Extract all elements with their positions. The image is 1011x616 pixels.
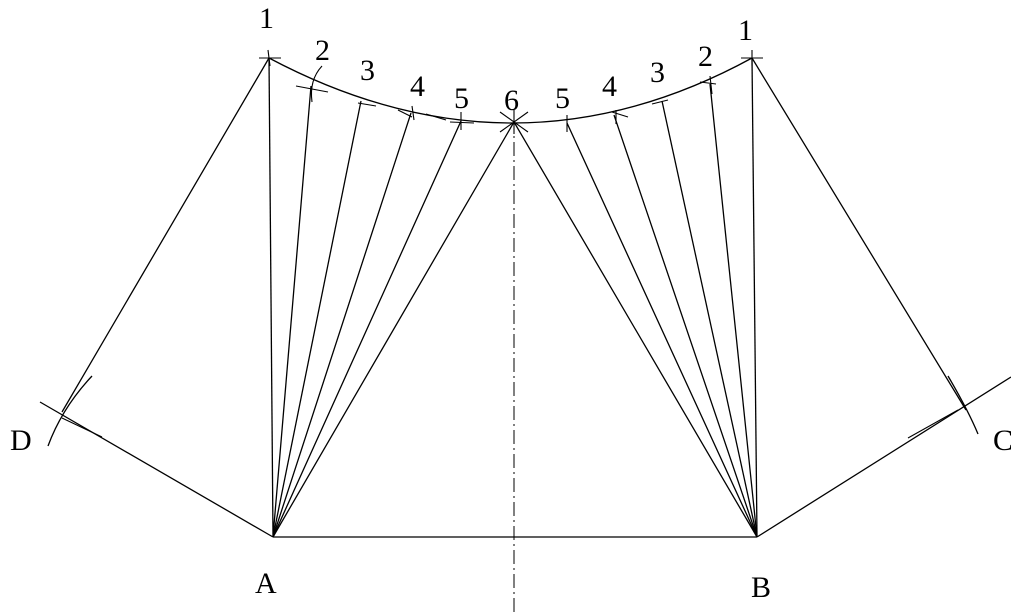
ray-a-1 <box>268 57 274 538</box>
label-left-1: 1 <box>259 2 274 35</box>
label-right-3: 3 <box>650 56 665 89</box>
rays-from-b <box>513 57 758 538</box>
label-left-4: 4 <box>410 70 425 103</box>
label-right-1: 1 <box>738 14 753 47</box>
label-right-2: 2 <box>698 40 713 73</box>
ray-b-3 <box>661 100 758 538</box>
ray-a-3 <box>272 100 362 538</box>
label-left-3: 3 <box>360 54 375 87</box>
ray-b-4 <box>613 114 758 538</box>
ray-b-6 <box>513 121 758 538</box>
label-c: C <box>993 424 1011 457</box>
tick-near-d <box>61 417 103 438</box>
label-right-5: 5 <box>555 82 570 115</box>
ray-a-4 <box>272 112 412 538</box>
rays-from-a <box>268 57 515 538</box>
ray-b-5 <box>566 122 758 538</box>
label-center-6: 6 <box>504 84 519 117</box>
label-left-5: 5 <box>454 82 469 115</box>
ray-a-2 <box>272 85 312 538</box>
ray-b-2 <box>709 83 758 538</box>
label-d: D <box>10 424 32 457</box>
ray-a-6 <box>272 121 515 538</box>
arc-tick-marks <box>259 49 763 134</box>
label-right-4: 4 <box>602 70 617 103</box>
label-a: A <box>255 567 277 600</box>
label-left-2: 2 <box>315 34 330 67</box>
line-1-to-c <box>751 57 967 411</box>
tick-near-c <box>907 409 959 439</box>
ray-b-1 <box>751 57 758 538</box>
label-b: B <box>751 571 771 604</box>
line-d-to-a <box>39 401 274 538</box>
arc-near-d <box>47 375 93 447</box>
ray-a-5 <box>272 120 462 538</box>
line-c-to-b <box>756 376 1011 538</box>
line-1-to-d <box>61 57 270 413</box>
arc-near-c <box>947 375 979 435</box>
